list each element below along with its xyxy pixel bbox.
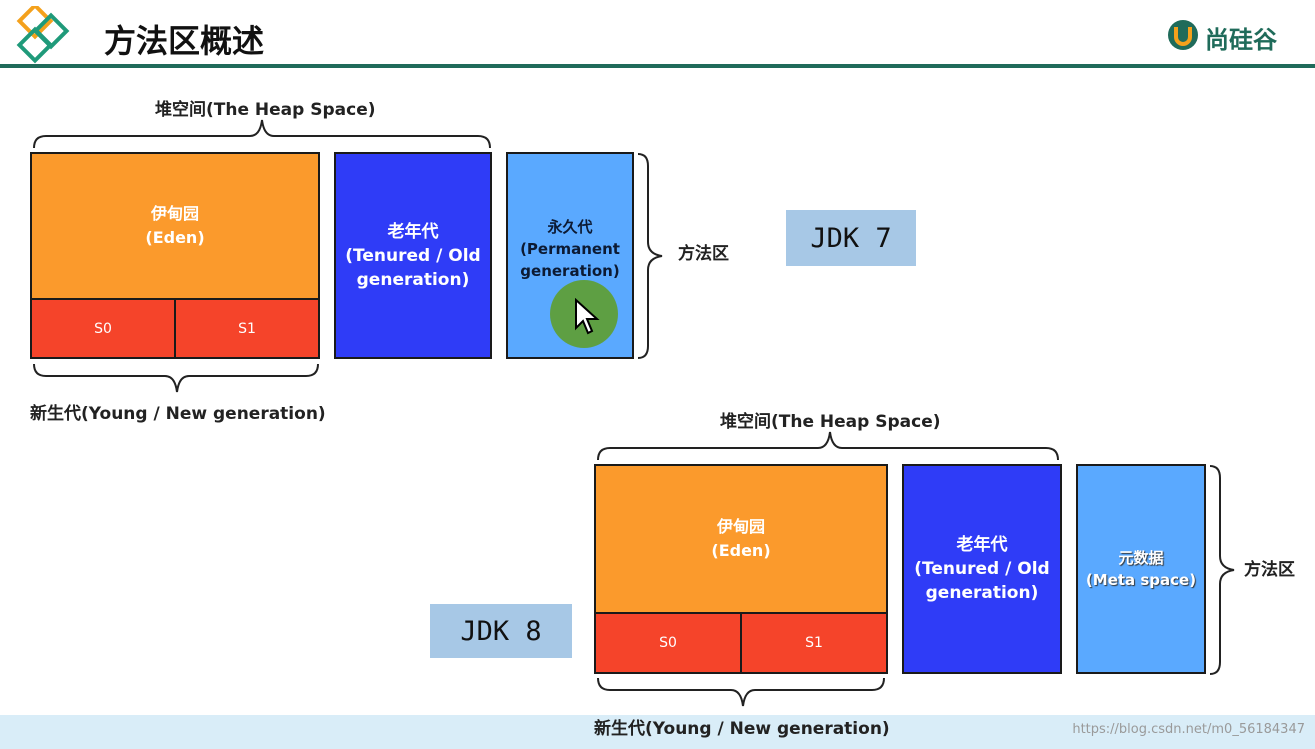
jdk8-s0-block: S0 bbox=[594, 612, 742, 674]
header-divider bbox=[0, 64, 1315, 68]
jdk7-heap-brace bbox=[33, 119, 491, 149]
jdk8-old-block: 老年代 (Tenured / Old generation) bbox=[902, 464, 1062, 674]
jdk7-young-brace bbox=[33, 363, 319, 393]
jdk8-method-area-label: 方法区 bbox=[1244, 560, 1295, 580]
page-title: 方法区概述 bbox=[104, 22, 265, 60]
jdk7-perm-sub2: generation) bbox=[520, 262, 620, 280]
brand-logo-icon bbox=[1168, 20, 1198, 50]
jdk8-eden-sub: (Eden) bbox=[711, 541, 771, 560]
jdk7-s1-block: S1 bbox=[174, 298, 320, 359]
jdk8-meta-title: 元数据 bbox=[1118, 549, 1164, 567]
jdk8-eden-block: 伊甸园 (Eden) bbox=[594, 464, 888, 614]
bottom-wave-decoration bbox=[0, 715, 1315, 749]
jdk8-method-brace bbox=[1209, 465, 1235, 675]
jdk7-perm-title: 永久代 bbox=[547, 218, 593, 236]
brand-name: 尚硅谷 bbox=[1205, 26, 1277, 54]
jdk7-perm-sub1: (Permanent bbox=[520, 240, 620, 258]
jdk7-old-block: 老年代 (Tenured / Old generation) bbox=[334, 152, 492, 359]
jdk8-metaspace-block: 元数据 (Meta space) bbox=[1076, 464, 1206, 674]
jdk8-meta-sub: (Meta space) bbox=[1085, 571, 1197, 589]
jdk8-young-label: 新生代(Young / New generation) bbox=[594, 719, 890, 739]
jdk7-young-label: 新生代(Young / New generation) bbox=[30, 404, 326, 424]
jdk7-old-sub2: generation) bbox=[356, 269, 470, 290]
jdk8-s0-label: S0 bbox=[659, 635, 677, 651]
jdk8-badge: JDK 8 bbox=[430, 604, 572, 658]
jdk8-s1-block: S1 bbox=[740, 612, 888, 674]
jdk8-old-sub1: (Tenured / Old bbox=[914, 559, 1050, 579]
jdk7-badge: JDK 7 bbox=[786, 210, 916, 266]
jdk7-eden-title: 伊甸园 bbox=[150, 204, 199, 223]
jdk8-young-brace bbox=[597, 677, 885, 707]
jdk8-old-title: 老年代 bbox=[956, 535, 1008, 555]
jdk7-method-area-label: 方法区 bbox=[678, 244, 729, 264]
logo-icon bbox=[16, 6, 70, 64]
jdk7-old-sub1: (Tenured / Old bbox=[345, 245, 481, 266]
jdk7-method-brace bbox=[637, 153, 663, 359]
jdk8-old-sub2: generation) bbox=[925, 583, 1039, 603]
jdk8-heap-label: 堆空间(The Heap Space) bbox=[720, 412, 941, 432]
jdk7-eden-sub: (Eden) bbox=[145, 228, 205, 247]
jdk8-heap-brace bbox=[597, 431, 1059, 461]
jdk7-badge-text: JDK 7 bbox=[810, 222, 892, 254]
jdk7-s0-label: S0 bbox=[94, 320, 112, 337]
jdk7-old-title: 老年代 bbox=[387, 221, 439, 242]
jdk7-heap-label: 堆空间(The Heap Space) bbox=[155, 100, 376, 120]
jdk8-s1-label: S1 bbox=[805, 635, 823, 651]
jdk8-eden-title: 伊甸园 bbox=[716, 517, 765, 536]
jdk7-s0-block: S0 bbox=[30, 298, 176, 359]
watermark: https://blog.csdn.net/m0_56184347 bbox=[1072, 722, 1305, 737]
jdk8-badge-text: JDK 8 bbox=[460, 615, 542, 647]
jdk7-eden-block: 伊甸园 (Eden) bbox=[30, 152, 320, 300]
cursor-icon bbox=[575, 298, 600, 335]
jdk7-s1-label: S1 bbox=[238, 320, 256, 337]
